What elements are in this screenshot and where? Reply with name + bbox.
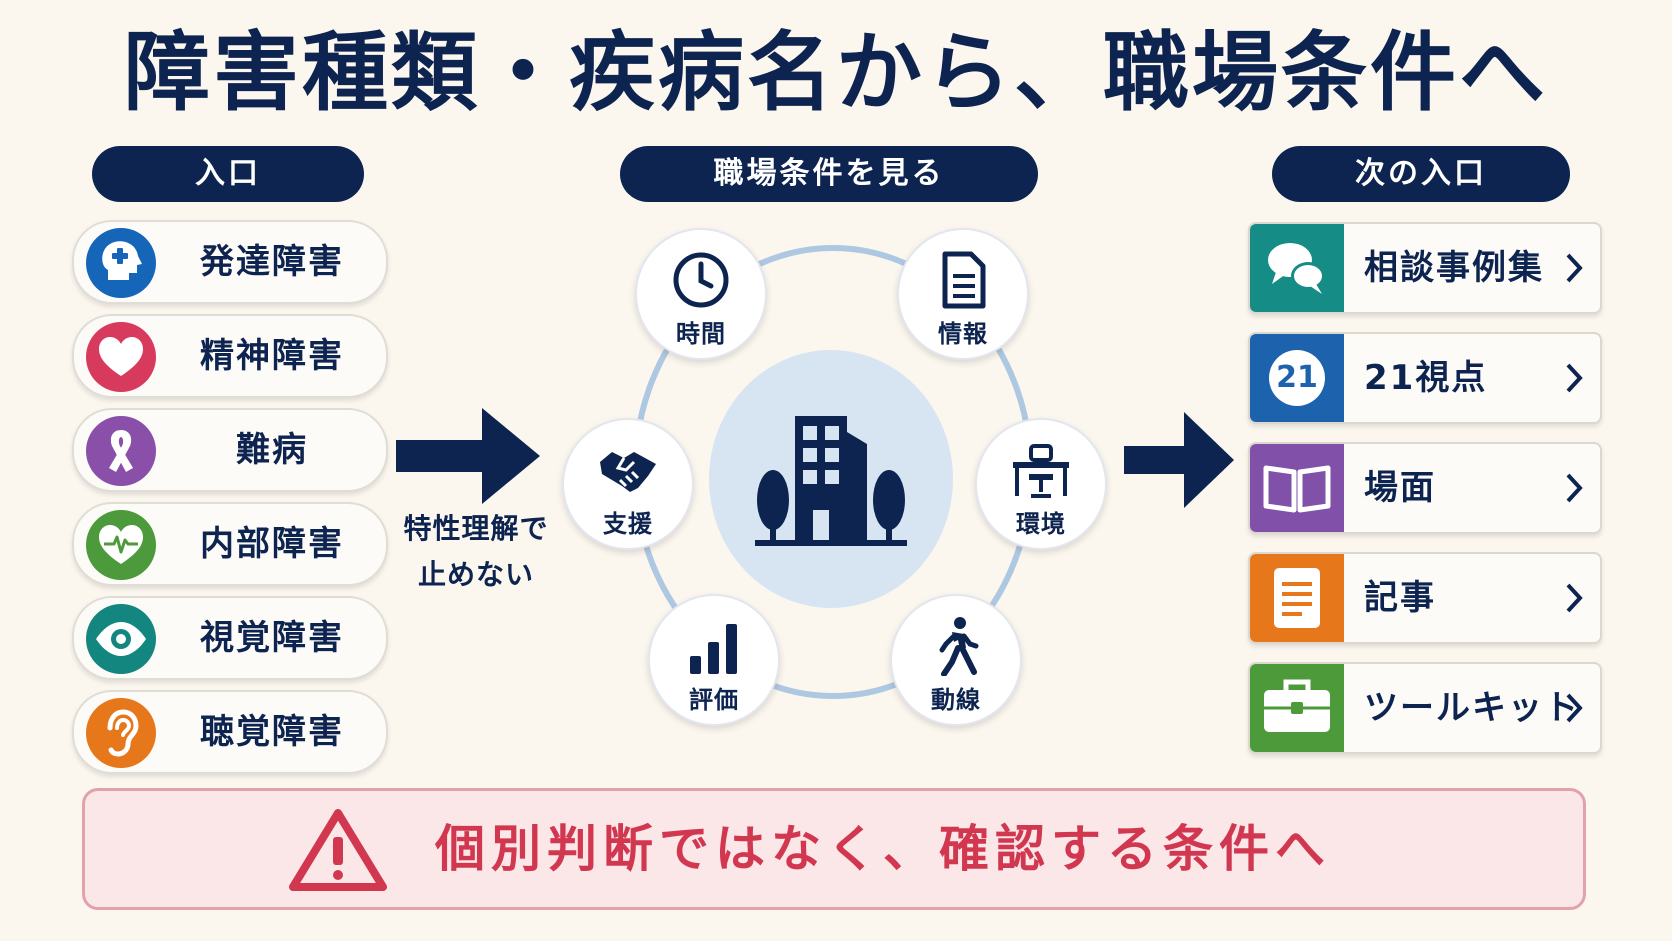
right-item-label: 21視点: [1364, 358, 1488, 398]
node-information[interactable]: 情報: [897, 228, 1029, 360]
node-label: 評価: [689, 686, 739, 714]
node-label: 情報: [938, 320, 988, 348]
node-time[interactable]: 時間: [635, 228, 767, 360]
handshake-icon: [600, 452, 656, 492]
right-item-case-studies[interactable]: 相談事例集: [1248, 222, 1602, 314]
arrow-right-icon: [1124, 412, 1234, 508]
right-item-label: 場面: [1364, 468, 1436, 508]
right-item-toolkit[interactable]: ツールキット: [1248, 662, 1602, 754]
left-item-intractable[interactable]: 難病: [72, 408, 388, 492]
hub-circle: [709, 350, 953, 608]
page-title: 障害種類・疾病名から、職場条件へ: [124, 23, 1548, 123]
head-puzzle-icon: [86, 228, 156, 298]
left-item-label: 視覚障害: [200, 618, 344, 658]
left-item-label: 発達障害: [200, 242, 344, 282]
node-support[interactable]: 支援: [562, 418, 694, 550]
office-building-icon: [755, 416, 907, 546]
node-label: 支援: [603, 510, 653, 538]
node-label: 時間: [676, 320, 726, 348]
right-item-articles[interactable]: 記事: [1248, 552, 1602, 644]
desk-chair-icon: [1013, 444, 1069, 498]
toolbox-icon: [1250, 664, 1344, 752]
eye-icon: [86, 604, 156, 674]
walking-person-icon: [939, 617, 979, 676]
center-header-pill: 職場条件を見る: [620, 146, 1038, 202]
warning-text: 個別判断ではなく、確認する条件へ: [435, 820, 1331, 878]
open-book-icon: [1250, 444, 1344, 532]
bar-chart-icon: [690, 624, 737, 674]
speech-bubbles-icon: [1250, 224, 1344, 312]
right-item-21-perspectives[interactable]: 21 21視点: [1248, 332, 1602, 424]
left-item-label: 難病: [236, 430, 308, 470]
chevron-right-icon: [1566, 693, 1583, 723]
left-item-label: 内部障害: [200, 524, 344, 564]
node-label: 動線: [931, 686, 981, 714]
chevron-right-icon: [1566, 363, 1583, 393]
chevron-right-icon: [1566, 473, 1583, 503]
article-icon: [1250, 554, 1344, 642]
left-item-label: 精神障害: [200, 336, 344, 376]
warning-triangle-icon: [289, 809, 387, 891]
right-item-label: 相談事例集: [1364, 248, 1544, 288]
node-flow-line[interactable]: 動線: [890, 594, 1022, 726]
left-item-visual[interactable]: 視覚障害: [72, 596, 388, 680]
left-item-internal[interactable]: 内部障害: [72, 502, 388, 586]
right-item-label: 記事: [1364, 578, 1436, 618]
right-header-pill: 次の入口: [1272, 146, 1570, 202]
chevron-right-icon: [1566, 583, 1583, 613]
left-item-mental[interactable]: 精神障害: [72, 314, 388, 398]
left-header-pill: 入口: [92, 146, 364, 202]
document-icon: [942, 251, 986, 309]
left-item-label: 聴覚障害: [200, 712, 344, 752]
badge-21: 21: [1276, 360, 1318, 395]
ear-icon: [86, 698, 156, 768]
right-item-scenes[interactable]: 場面: [1248, 442, 1602, 534]
heart-icon: [86, 322, 156, 392]
heart-pulse-icon: [86, 510, 156, 580]
number-21-icon: 21: [1250, 334, 1344, 422]
clock-icon: [673, 252, 729, 308]
warning-banner: 個別判断ではなく、確認する条件へ: [82, 788, 1586, 910]
arrow-caption: 特性理解で 止めない: [403, 512, 549, 591]
node-environment[interactable]: 環境: [975, 418, 1107, 550]
chevron-right-icon: [1566, 253, 1583, 283]
arrow-right-icon: [396, 408, 540, 504]
right-item-label: ツールキット: [1364, 688, 1580, 728]
node-label: 環境: [1016, 510, 1066, 538]
left-item-developmental[interactable]: 発達障害: [72, 220, 388, 304]
ribbon-icon: [86, 416, 156, 486]
left-item-hearing[interactable]: 聴覚障害: [72, 690, 388, 774]
node-evaluation[interactable]: 評価: [648, 594, 780, 726]
